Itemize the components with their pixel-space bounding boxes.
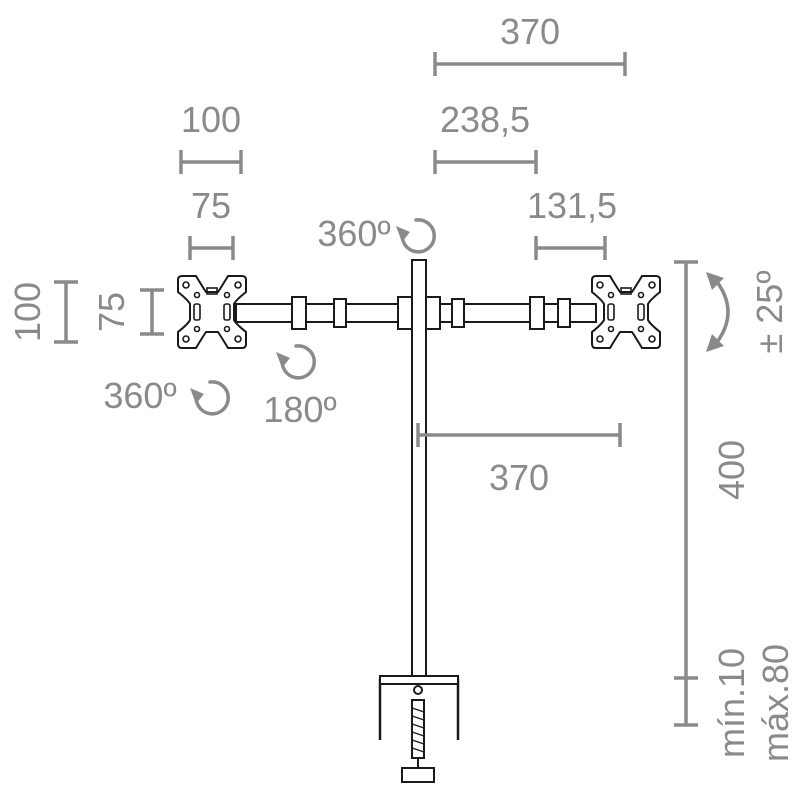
tilt-arc-icon <box>706 272 730 352</box>
rot-label-tilt: ± 25º <box>749 271 790 354</box>
rotate-cw-icon <box>188 380 231 416</box>
rotate-cw-icon <box>394 218 437 254</box>
rot-label-arm: 180º <box>263 389 336 430</box>
dim-label-clamp-max: máx.80 <box>755 644 796 762</box>
arm-joint <box>451 298 465 328</box>
dim-label-vesa-inner-h: 75 <box>91 292 132 332</box>
rot-label-pole: 360º <box>317 213 390 254</box>
mount-structure <box>235 259 597 783</box>
rotate-cw-icon <box>274 344 317 380</box>
arm-joint <box>425 296 441 330</box>
vesa-plate-right <box>591 275 661 349</box>
dimension-lines <box>54 52 698 727</box>
arm-joint <box>291 296 307 330</box>
dim-label-arm-segment: 131,5 <box>527 185 617 226</box>
rot-label-plate: 360º <box>103 375 176 416</box>
dim-label-vesa-inner-w: 75 <box>191 185 231 226</box>
clamp-knob <box>401 767 435 783</box>
dim-label-top-width: 370 <box>500 11 560 52</box>
dim-label-pole-height: 400 <box>711 440 752 500</box>
dim-label-arm-to-pole: 238,5 <box>440 99 530 140</box>
dim-label-reach: 370 <box>489 457 549 498</box>
arm-joint <box>529 296 545 330</box>
arm-joint <box>397 296 413 330</box>
dim-label-clamp-min: mín.10 <box>711 648 752 758</box>
clamp-top-plate <box>379 675 459 685</box>
arm-joint <box>557 298 571 328</box>
clamp-bolt <box>413 685 423 695</box>
dim-label-vesa-outer-w: 100 <box>181 99 241 140</box>
dim-label-vesa-outer-h: 100 <box>7 282 48 342</box>
vertical-pole <box>411 259 427 681</box>
arm-joint <box>333 298 347 328</box>
